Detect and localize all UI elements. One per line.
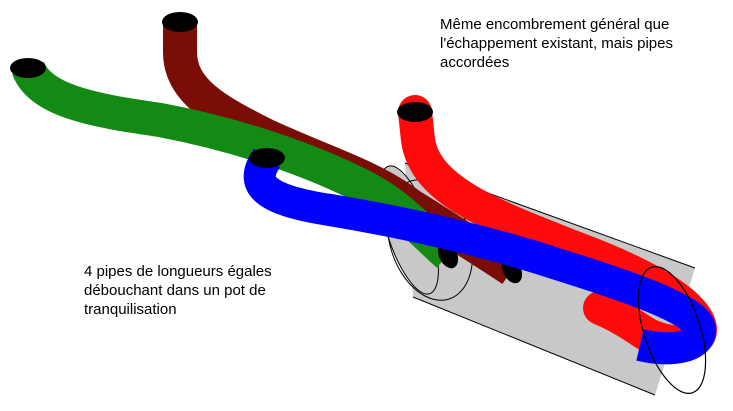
caption-bottom-line-1: 4 pipes de longueurs égales (84, 263, 272, 280)
pipe-dark-red-inlet (162, 12, 198, 32)
muffler-bottom-edge (412, 296, 656, 396)
caption-top-line-1: Même encombrement général que (440, 16, 670, 33)
muffler-outlet-end (637, 266, 707, 394)
caption-top-line-3: accordées (440, 54, 510, 71)
pipe-blue-inlet (249, 148, 285, 168)
caption-top: Même encombrement général que l'échappem… (440, 15, 673, 72)
pipe-blue (243, 148, 717, 365)
caption-top-line-2: l'échappement existant, mais pipes (440, 35, 673, 52)
caption-bottom-line-3: tranquilisation (84, 301, 177, 318)
caption-bottom: 4 pipes de longueurs égales débouchant d… (84, 262, 272, 319)
pipe-red-inlet (397, 102, 433, 122)
caption-bottom-line-2: débouchant dans un pot de (84, 282, 266, 299)
pipe-green-inlet (10, 58, 46, 78)
